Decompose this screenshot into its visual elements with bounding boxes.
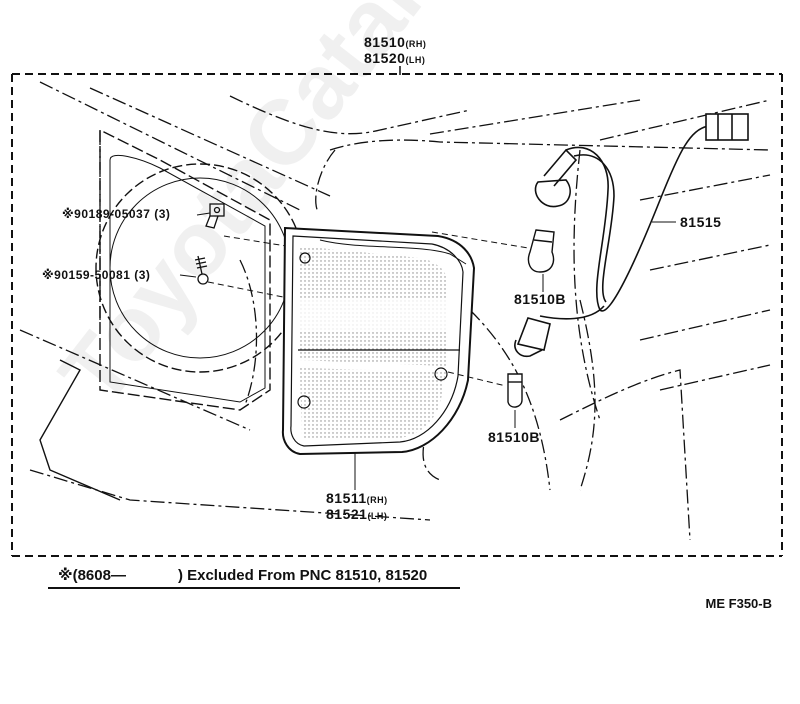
part-number: 81520 <box>364 50 406 66</box>
dashed-frame <box>11 73 783 557</box>
label-bulb-lower: 81510B <box>488 429 540 445</box>
label-screw-2: ※90159-50081 (3) <box>42 267 150 283</box>
part-number: 90159-50081 <box>54 268 131 282</box>
part-number: 81511 <box>326 490 367 506</box>
label-assembly-lh: 81520(LH) <box>364 50 425 68</box>
quantity: (3) <box>154 207 171 221</box>
screw-leaders <box>179 212 289 299</box>
label-screw-1: ※90189-05037 (3) <box>62 206 170 222</box>
part-number: 81510B <box>514 291 567 307</box>
screw-icon-lower <box>194 255 209 285</box>
label-bulb-upper: 81510B <box>514 291 566 307</box>
label-leaders <box>354 221 676 490</box>
asterisk-mark: ※ <box>42 268 55 282</box>
footnote: ※(8608— ) Excluded From PNC 81510, 81520 <box>58 566 427 584</box>
side-suffix: (RH) <box>366 495 388 505</box>
part-number: 81510B <box>488 429 541 445</box>
footnote-prefix: ※(8608— <box>58 567 126 584</box>
part-number: 81515 <box>680 214 722 230</box>
bulb-icon-lower <box>507 373 523 408</box>
bulb-icon-upper <box>527 229 555 273</box>
label-lens-lh: 81521(LH) <box>326 506 387 524</box>
side-suffix: (LH) <box>405 55 426 65</box>
part-number: 90189-05037 <box>74 207 151 221</box>
socket-and-wire <box>514 113 749 358</box>
bulb-leaders <box>431 231 529 387</box>
part-number: 81521 <box>326 506 368 522</box>
part-number: 81510 <box>364 34 406 50</box>
asterisk-mark: ※ <box>62 207 75 221</box>
screw-icon-upper <box>205 203 225 229</box>
side-suffix: (RH) <box>405 39 427 49</box>
tail-lamp-lens <box>281 226 476 456</box>
figure-code: ME F350-B <box>705 596 772 611</box>
label-socket-wire: 81515 <box>680 214 721 230</box>
label-assembly-rh: 81510(RH) <box>364 34 426 52</box>
side-suffix: (LH) <box>367 511 388 521</box>
quantity: (3) <box>134 268 151 282</box>
label-lens-rh: 81511(RH) <box>326 490 388 508</box>
lamp-housing-recess <box>39 128 305 501</box>
footnote-suffix: ) Excluded From PNC 81510, 81520 <box>177 567 428 584</box>
